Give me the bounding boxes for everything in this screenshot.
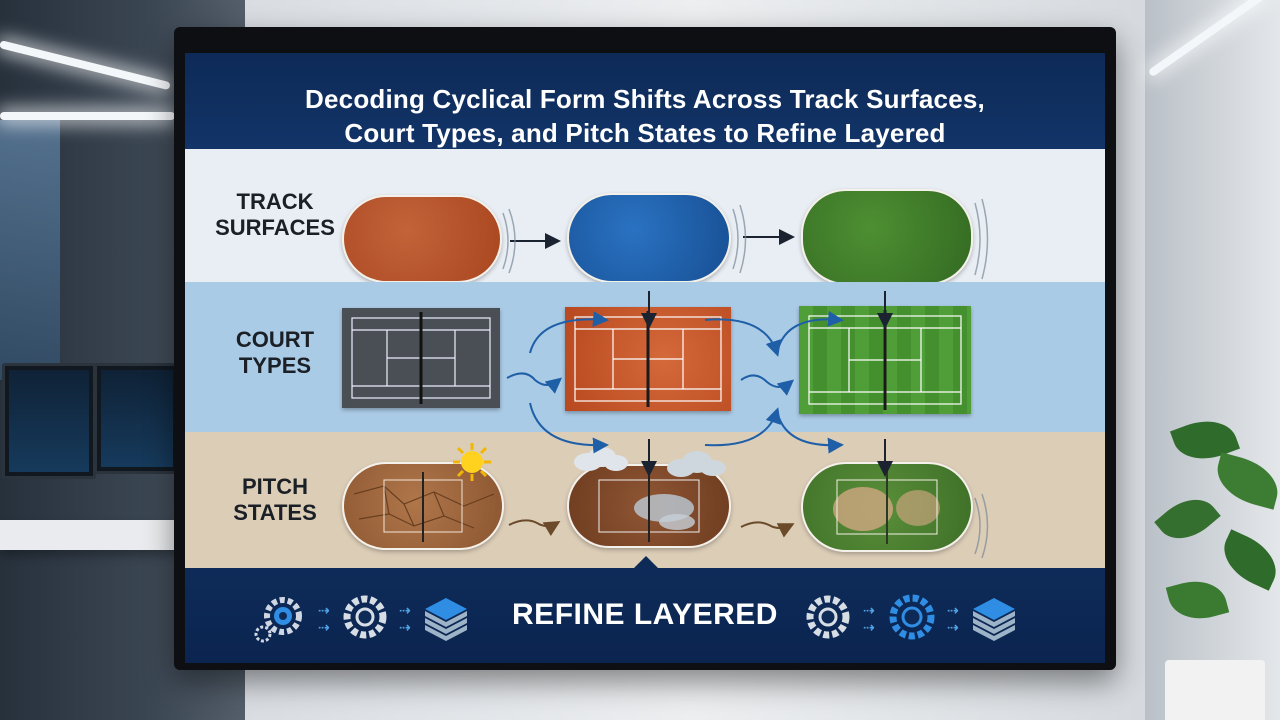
pitch-states-label: PITCH STATES [205, 474, 345, 526]
worn-patch [833, 470, 940, 544]
footer-banner: REFINE LAYERED ⇢⇢ ⇢⇢ ⇢⇢ ⇢⇢ [185, 556, 1105, 663]
footer-title: REFINE LAYERED [512, 598, 778, 631]
label-line: TRACK [236, 189, 314, 214]
footer-notch [634, 556, 658, 568]
background-monitor [94, 363, 180, 474]
background-monitor [2, 363, 96, 479]
hard-court [342, 308, 500, 408]
layers-icon [969, 594, 1019, 647]
label-line: STATES [233, 500, 317, 525]
track-surfaces-band: TRACK SURFACES [185, 149, 1105, 285]
infographic-screen: Decoding Cyclical Form Shifts Across Tra… [185, 53, 1105, 663]
gears-icon [253, 592, 305, 649]
court-types-label: COURT TYPES [205, 327, 345, 379]
pitch-states-band: PITCH STATES [185, 432, 1105, 568]
small-arrows: ⇢⇢ [399, 602, 411, 635]
clay-track-pill [342, 195, 502, 283]
gear-icon [885, 590, 939, 649]
ceiling-light [0, 112, 175, 120]
layers-icon [421, 594, 471, 647]
grass-track-pill [801, 189, 973, 285]
cloud-icon [570, 446, 630, 472]
court-lines [351, 312, 491, 404]
small-arrows: ⇢⇢ [947, 602, 959, 635]
track-surfaces-label: TRACK SURFACES [205, 189, 345, 241]
wet-pitch [567, 464, 731, 548]
sun-icon [452, 442, 492, 482]
small-arrows: ⇢⇢ [863, 602, 875, 635]
gear-icon [803, 592, 853, 647]
gear-icon [340, 592, 390, 647]
title-line-2: Court Types, and Pitch States to Refine … [344, 118, 946, 148]
flow-arrows [502, 198, 989, 559]
desk [0, 520, 190, 550]
small-arrows: ⇢⇢ [318, 602, 330, 635]
window [0, 120, 60, 380]
label-line: TYPES [238, 353, 312, 378]
dry-cracked-pitch [342, 462, 504, 550]
cloud-icon [663, 450, 729, 478]
label-line: COURT [235, 327, 315, 352]
crack-pattern [353, 472, 495, 542]
title-line-1: Decoding Cyclical Form Shifts Across Tra… [305, 84, 985, 114]
puddle-marks [598, 472, 700, 542]
label-line: PITCH [242, 474, 308, 499]
worn-grass-pitch [801, 462, 973, 552]
title-banner: Decoding Cyclical Form Shifts Across Tra… [185, 53, 1105, 149]
wall-display: Decoding Cyclical Form Shifts Across Tra… [174, 27, 1116, 670]
label-line: SURFACES [215, 215, 335, 240]
